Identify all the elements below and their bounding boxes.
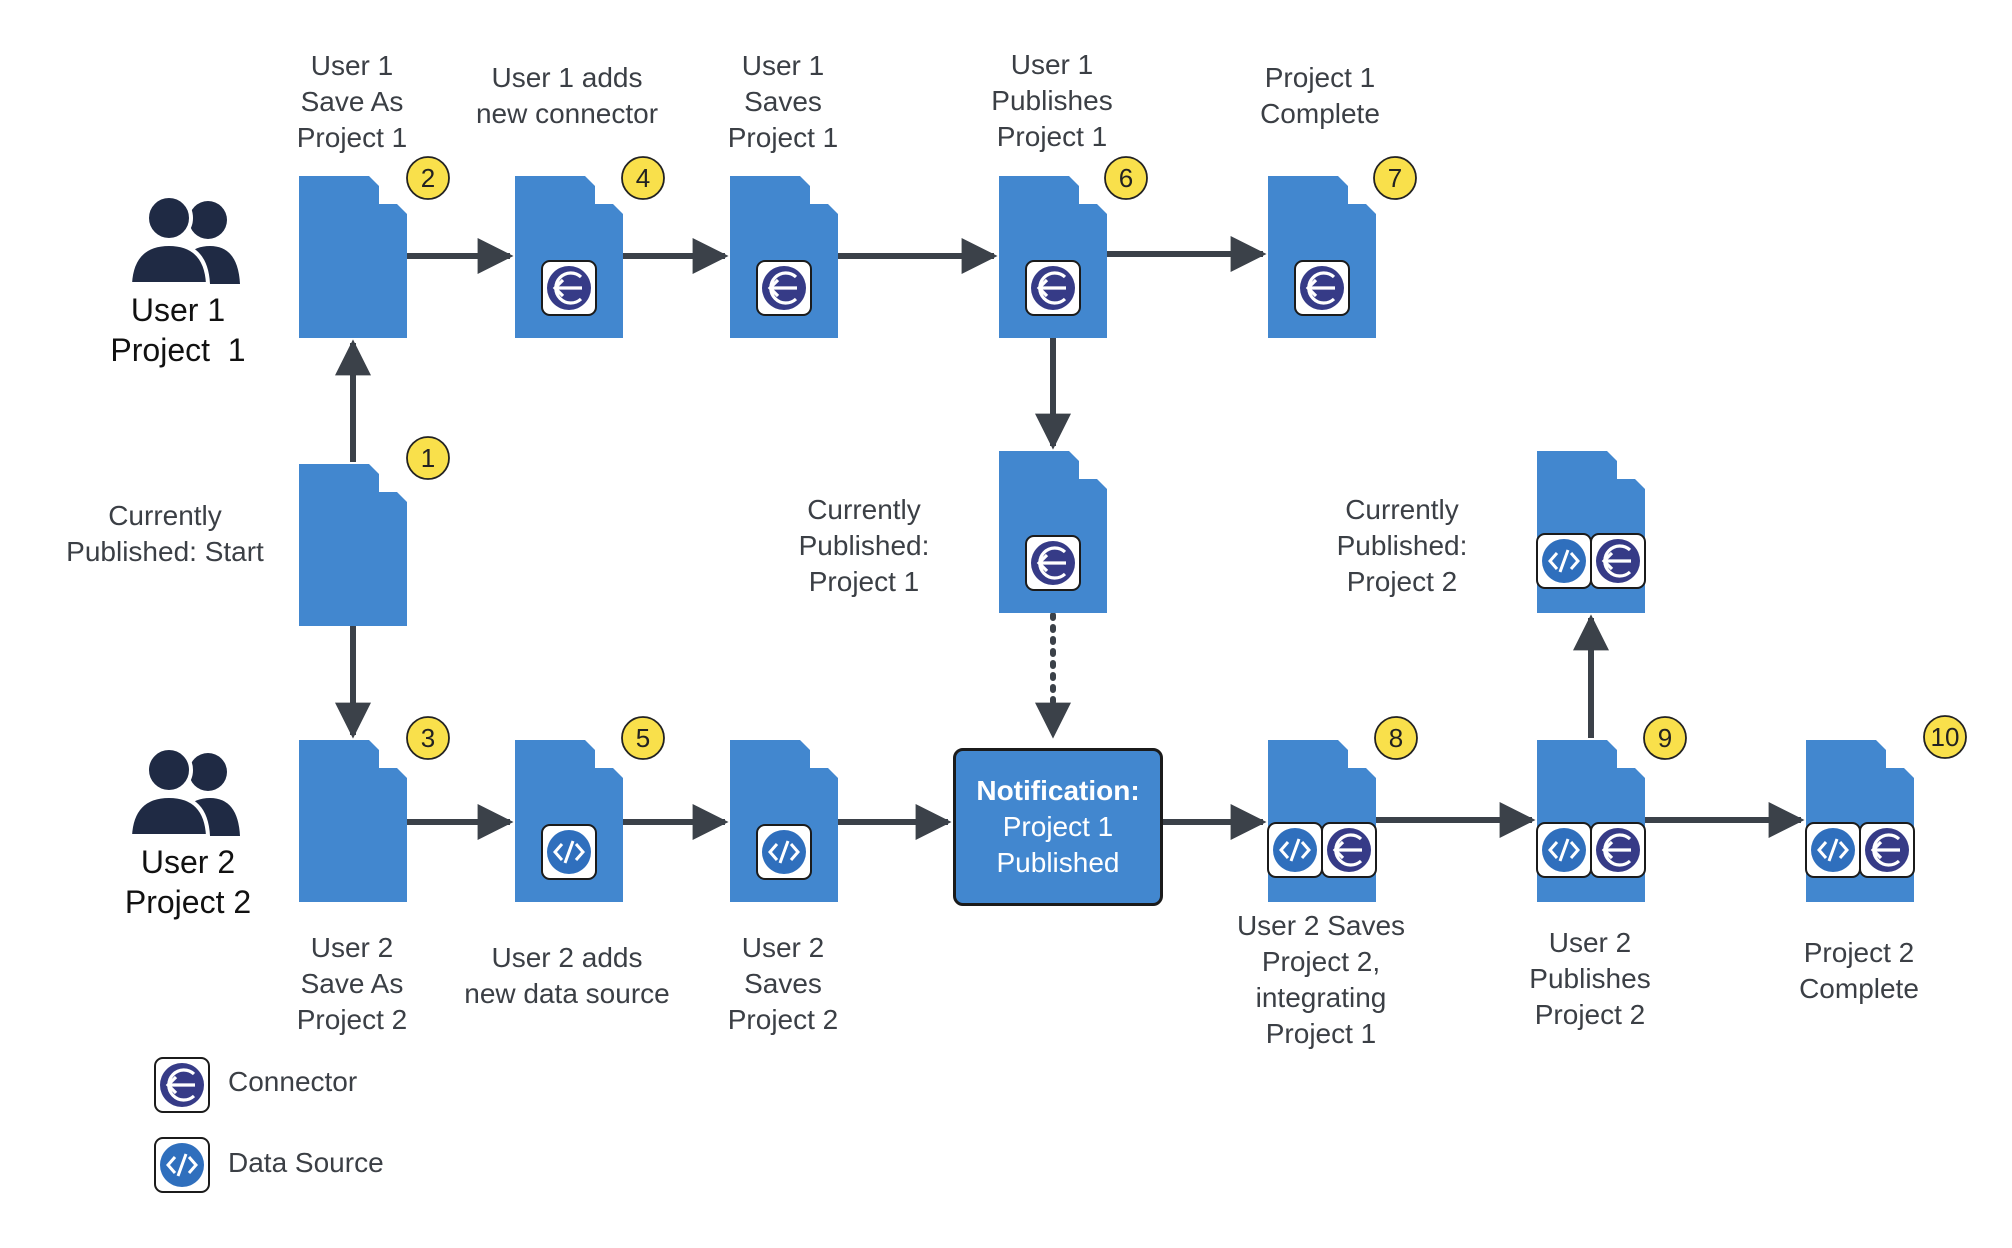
connector-icon	[541, 260, 597, 316]
user2-icon	[127, 746, 240, 838]
step-badge-1: 1	[406, 436, 450, 480]
step-badge-9: 9	[1643, 716, 1687, 760]
doc-step10	[1805, 740, 1915, 902]
step-badge-8: 8	[1374, 716, 1418, 760]
connector-icon	[1025, 260, 1081, 316]
legend-datasource-label: Data Source	[228, 1147, 384, 1178]
connector-icon	[1321, 822, 1377, 878]
user1-saves-label: User 1 Saves Project 1	[727, 50, 839, 153]
step-badge-number: 1	[421, 443, 435, 473]
step-badge-number: 5	[636, 723, 650, 753]
step4-label: User 1 adds new connector	[475, 62, 659, 129]
data-source-icon	[1536, 533, 1592, 589]
notification-box: Notification: Project 1 Published	[953, 748, 1163, 906]
start-label: Currently Published: Start	[66, 500, 264, 567]
user1-icon	[127, 194, 240, 286]
step8-label: User 2 Saves Project 2, integrating Proj…	[1236, 910, 1406, 1049]
legend-data-source-icon	[154, 1137, 210, 1193]
step-badge-number: 7	[1388, 163, 1402, 193]
doc-step7	[1268, 176, 1376, 338]
connector-icon	[1859, 822, 1915, 878]
data-source-icon	[1805, 822, 1861, 878]
data-source-icon	[1267, 822, 1323, 878]
published2-label: Currently Published: Project 2	[1336, 494, 1468, 597]
user1-label: User 1 Project 1	[110, 292, 246, 368]
step6-label: User 1 Publishes Project 1	[991, 49, 1113, 152]
doc-step2	[299, 176, 407, 338]
doc-step6	[999, 176, 1107, 338]
doc-user2-saves	[730, 740, 838, 902]
step-badge-number: 10	[1931, 722, 1960, 752]
step-badge-4: 4	[621, 156, 665, 200]
step3-label: User 2 Save As Project 2	[296, 932, 408, 1035]
connector-icon	[1294, 260, 1350, 316]
doc-published2	[1536, 451, 1646, 613]
data-source-icon	[541, 824, 597, 880]
doc-start	[299, 464, 407, 626]
step-badge-6: 6	[1104, 156, 1148, 200]
doc-user1-saves	[730, 176, 838, 338]
step-badge-number: 6	[1119, 163, 1133, 193]
step10-label: Project 2 Complete	[1799, 937, 1919, 1004]
legend-connector-icon	[154, 1057, 210, 1113]
doc-step8	[1267, 740, 1377, 902]
step-badge-10: 10	[1923, 715, 1967, 759]
step-badge-7: 7	[1373, 156, 1417, 200]
connector-icon	[1590, 822, 1646, 878]
connector-icon	[1025, 535, 1081, 591]
step-badge-number: 8	[1389, 723, 1403, 753]
doc-published1	[999, 451, 1107, 613]
connector-icon	[756, 260, 812, 316]
notification-line2: Published	[996, 847, 1120, 878]
user2-label: User 2 Project 2	[124, 844, 252, 920]
step2-label: User 1 Save As Project 1	[296, 50, 408, 153]
step-badge-number: 3	[421, 723, 435, 753]
step-badge-5: 5	[621, 716, 665, 760]
doc-step3	[299, 740, 407, 902]
doc-step9	[1536, 740, 1646, 902]
notification-line1: Project 1	[1002, 811, 1114, 842]
doc-step5	[515, 740, 623, 902]
published1-label: Currently Published: Project 1	[798, 494, 930, 597]
step-badge-2: 2	[406, 156, 450, 200]
step-badge-number: 9	[1658, 723, 1672, 753]
data-source-icon	[1536, 822, 1592, 878]
user2-saves-label: User 2 Saves Project 2	[727, 932, 839, 1035]
step5-label: User 2 adds new data source	[464, 942, 670, 1009]
data-source-icon	[756, 824, 812, 880]
step-badge-number: 2	[421, 163, 435, 193]
connector-icon	[1590, 533, 1646, 589]
step-badge-3: 3	[406, 716, 450, 760]
step-badge-number: 4	[636, 163, 650, 193]
step7-label: Project 1 Complete	[1260, 62, 1380, 129]
doc-step4	[515, 176, 623, 338]
notification-title: Notification:	[976, 775, 1140, 806]
step9-label: User 2 Publishes Project 2	[1529, 927, 1651, 1030]
legend-connector-label: Connector	[228, 1066, 358, 1097]
